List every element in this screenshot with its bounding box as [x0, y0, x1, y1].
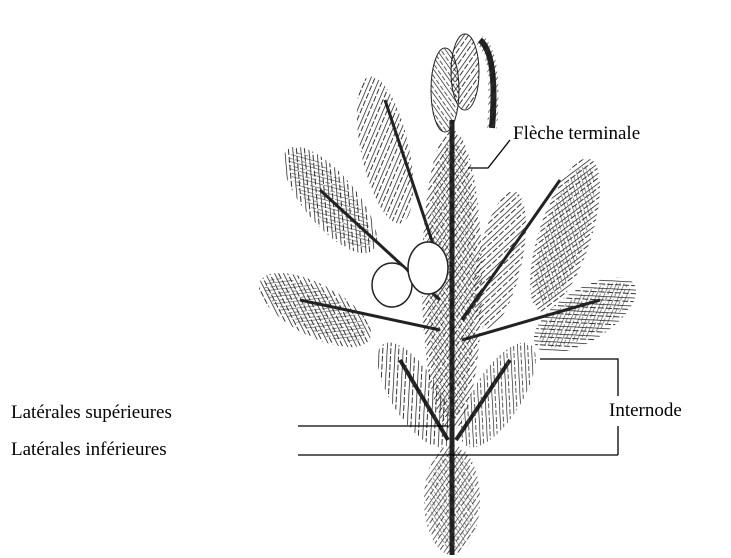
label-upper-laterals: Latérales supérieures: [11, 403, 172, 422]
internode-bracket: [540, 359, 618, 455]
leader-line-fleche: [468, 140, 510, 168]
label-internode: Internode: [609, 401, 682, 420]
label-terminal-leader: Flèche terminale: [513, 124, 640, 143]
label-lower-laterals: Latérales inférieures: [11, 440, 167, 459]
lower-stem: [424, 430, 480, 555]
